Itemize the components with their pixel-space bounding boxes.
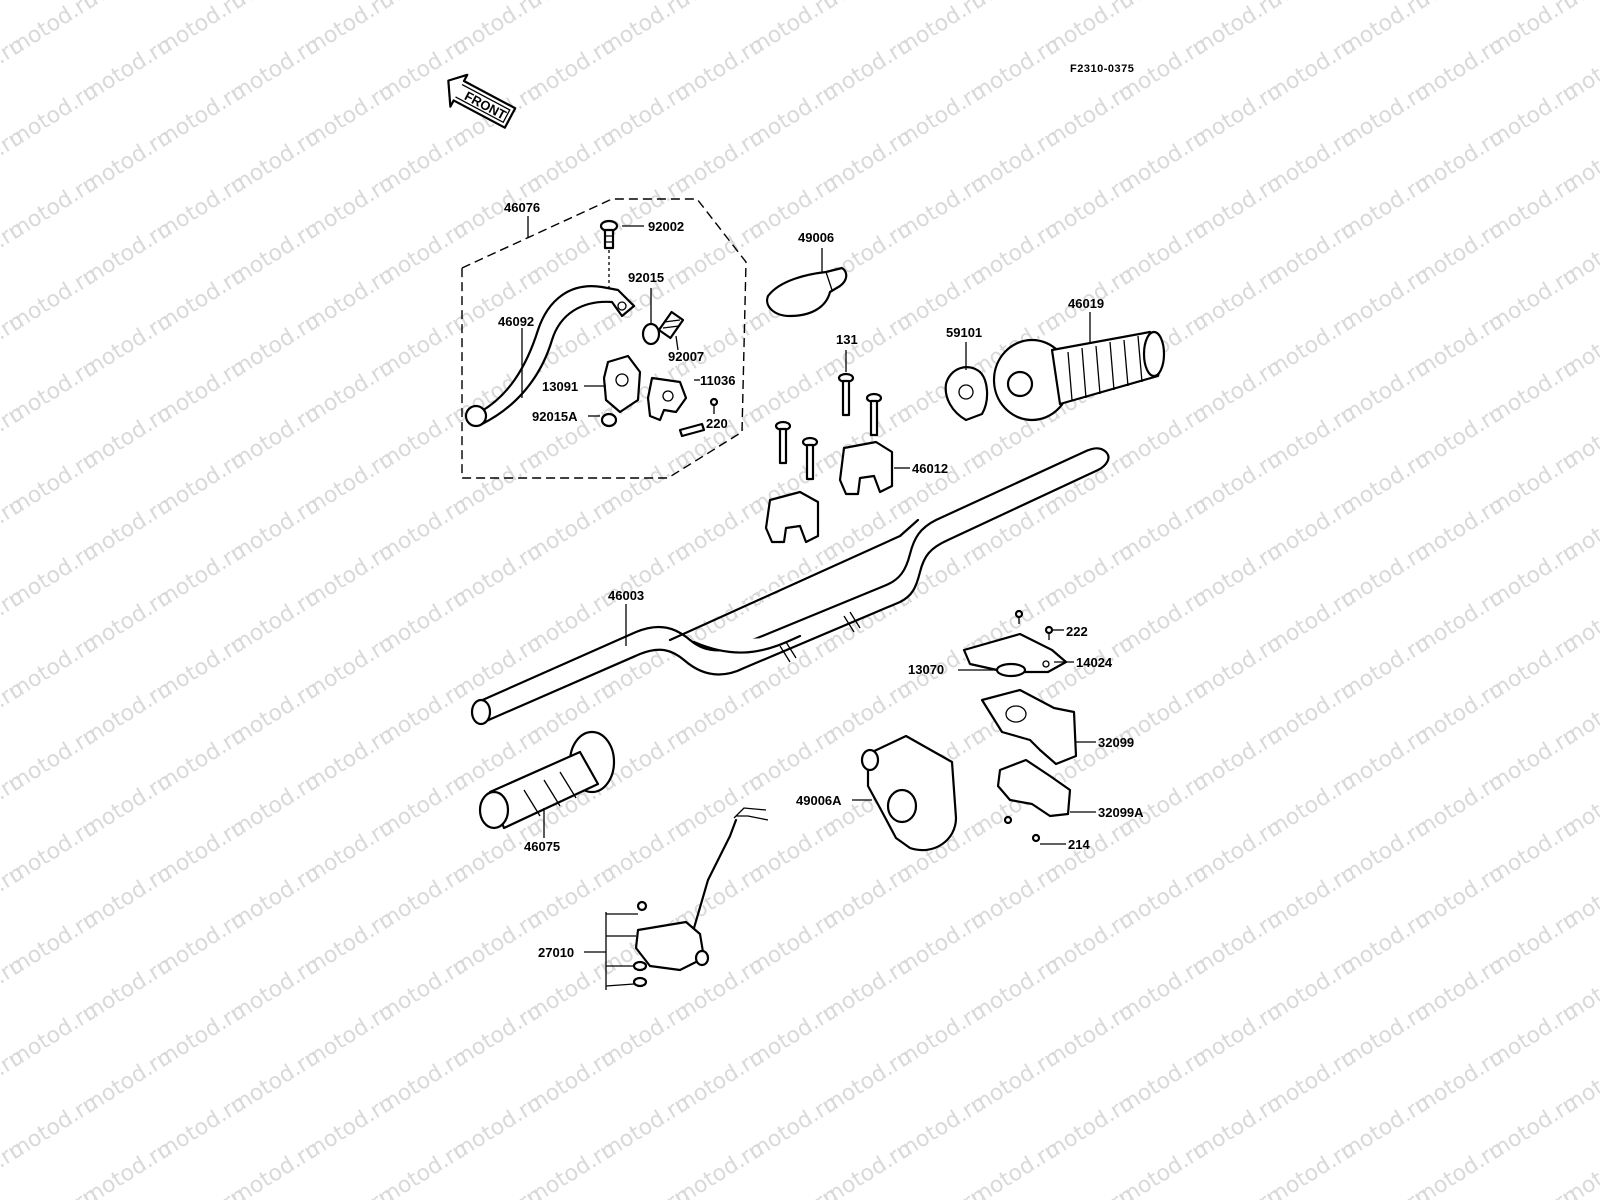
callout-46075: 46075 <box>524 839 560 854</box>
leader-lines <box>521 216 1096 990</box>
callout-32099A: 32099A <box>1098 805 1144 820</box>
watermark-text: motod.ru <box>4 1182 103 1200</box>
callout-14024: 14024 <box>1076 655 1113 670</box>
callout-13091: 13091 <box>542 379 578 394</box>
callout-46019: 46019 <box>1068 296 1104 311</box>
bolt-92002 <box>599 219 619 292</box>
housing-32099 <box>980 688 1078 766</box>
throttle-grip-46019 <box>992 330 1166 422</box>
left-grip-46075 <box>478 730 616 830</box>
drawing-code: F2310-0375 <box>1070 63 1134 75</box>
callout-92007: 92007 <box>668 349 704 364</box>
housing-32099A <box>996 758 1072 818</box>
lever-assembly-outline <box>461 198 747 479</box>
clamp-11036 <box>646 376 688 422</box>
callout-92015: 92015 <box>628 270 664 285</box>
watermark-text: motod.ru <box>1188 1182 1287 1200</box>
callout-46003: 46003 <box>608 588 644 603</box>
switch-27010 <box>632 807 769 988</box>
callout-32099: 32099 <box>1098 735 1134 750</box>
watermark-text: motod.ru <box>448 1182 547 1200</box>
handlebar-clamps-46012 <box>764 440 894 544</box>
gasket-13070 <box>995 662 1027 678</box>
callout-92002: 92002 <box>648 219 684 234</box>
callout-131: 131 <box>836 332 858 347</box>
throttle-housing-59101 <box>944 366 989 422</box>
watermark-text: motod.ru <box>892 1182 991 1200</box>
watermark-text: motod.ru <box>596 1182 695 1200</box>
handlebar-46003 <box>470 447 1110 726</box>
cover-14024 <box>962 632 1068 674</box>
throttle-housing-49006A <box>860 734 958 852</box>
callout-27010: 27010 <box>538 945 574 960</box>
clutch-lever <box>464 285 636 428</box>
watermark-text: motod.ru <box>744 1182 843 1200</box>
watermark-text: motod.ru <box>152 1182 251 1200</box>
lever-holder-13091 <box>602 354 642 414</box>
watermark-text: motod.ru <box>1484 1182 1583 1200</box>
bolts-131 <box>774 372 883 481</box>
callout-13070: 13070 <box>908 662 944 677</box>
screws-214 <box>1003 815 1041 843</box>
watermark-text: motod.ru <box>1040 1182 1139 1200</box>
callout-214: 214 <box>1068 837 1090 852</box>
lever-cover-49006 <box>766 266 848 318</box>
washer-92015A <box>600 412 618 428</box>
callout-59101: 59101 <box>946 325 982 340</box>
callout-49006: 49006 <box>798 230 834 245</box>
screw-220 <box>678 397 719 438</box>
watermark-text: motod.ru <box>0 0 29 15</box>
washer-92015 <box>641 322 661 346</box>
callout-222: 222 <box>1066 624 1088 639</box>
callout-labels: 46076 92002 92015 46092 92007 13091 1103… <box>498 200 1144 960</box>
callout-46092: 46092 <box>498 314 534 329</box>
front-arrow: FRONT <box>447 73 517 129</box>
callout-92015A: 92015A <box>532 409 578 424</box>
callout-46076: 46076 <box>504 200 540 215</box>
callout-220: 220 <box>706 416 728 431</box>
callout-49006A: 49006A <box>796 793 842 808</box>
watermark-text: motod.ru <box>1336 1182 1435 1200</box>
watermark-text: motod.ru <box>300 1182 399 1200</box>
screws-222 <box>1014 609 1054 640</box>
callout-46012: 46012 <box>912 461 948 476</box>
adjuster-92007 <box>657 310 685 340</box>
callout-11036: 11036 <box>700 373 735 388</box>
